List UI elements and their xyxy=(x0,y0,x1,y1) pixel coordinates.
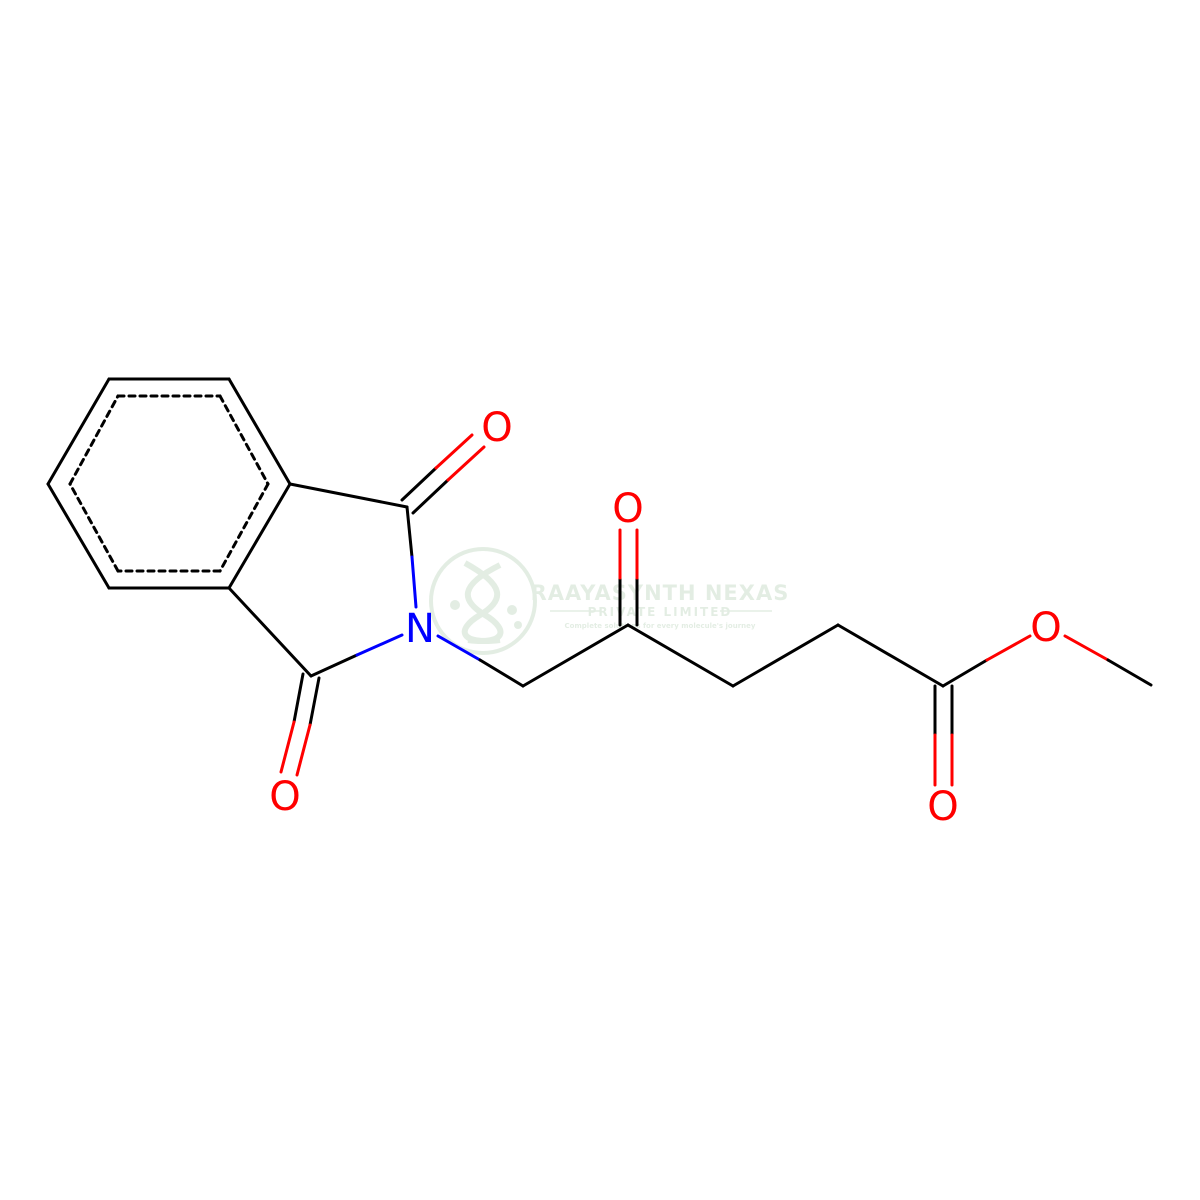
bond xyxy=(355,633,404,657)
bond xyxy=(941,658,989,688)
atom-oxygen: O xyxy=(269,774,300,820)
atom-oxygen: O xyxy=(612,486,643,532)
atom-oxygen: O xyxy=(1030,605,1061,651)
bond xyxy=(227,482,292,590)
bond xyxy=(309,653,359,678)
bond xyxy=(521,623,630,688)
bond xyxy=(46,377,111,486)
watermark-subtitle: PRIVATE LIMITED xyxy=(588,605,733,619)
bond xyxy=(436,634,482,662)
bond xyxy=(446,445,486,482)
bond xyxy=(292,672,305,724)
bond xyxy=(626,623,735,688)
bond xyxy=(227,377,292,486)
bond xyxy=(400,466,438,502)
bond xyxy=(405,505,414,559)
bond xyxy=(836,623,945,688)
bond xyxy=(731,623,840,688)
molecule-dots-icon xyxy=(450,600,522,629)
atom-labels: O O N O O O xyxy=(269,405,1061,830)
bond xyxy=(410,555,418,609)
dna-helix-icon xyxy=(461,560,504,644)
bond xyxy=(295,723,312,777)
watermark-ring xyxy=(429,547,537,655)
bond xyxy=(308,676,321,727)
bond xyxy=(227,586,313,678)
bond xyxy=(279,720,296,774)
bond xyxy=(1063,634,1110,662)
bond xyxy=(411,478,450,515)
bonds xyxy=(46,377,1153,787)
bond xyxy=(46,482,111,590)
bond xyxy=(1106,658,1153,687)
atom-oxygen: O xyxy=(481,405,512,451)
bond xyxy=(985,634,1032,662)
watermark-company: RAAYASYNTH NEXAS xyxy=(531,581,790,605)
bond xyxy=(288,482,409,509)
bond xyxy=(478,658,525,688)
watermark: RAAYASYNTH NEXAS PRIVATE LIMITED Complet… xyxy=(429,547,790,655)
atom-nitrogen: N xyxy=(405,606,435,652)
watermark-tagline: Complete solutions for every molecule's … xyxy=(565,622,756,630)
atom-oxygen: O xyxy=(927,784,958,830)
aromatic-ring xyxy=(68,394,270,573)
bond xyxy=(434,433,474,470)
